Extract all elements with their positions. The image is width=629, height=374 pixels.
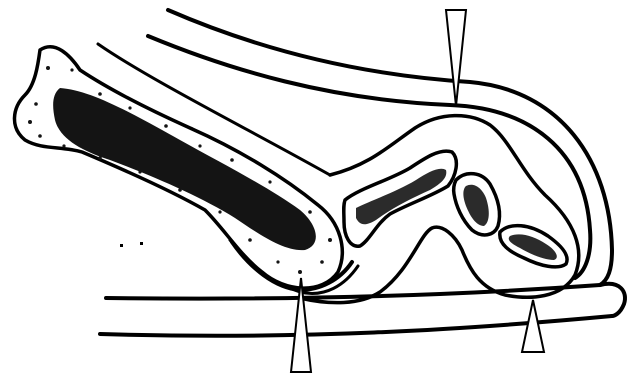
small-marks (120, 242, 143, 247)
top-arrow (446, 10, 466, 106)
bottom-right-arrow (522, 300, 544, 352)
sole-lines (100, 284, 625, 336)
small-bones (344, 151, 567, 267)
